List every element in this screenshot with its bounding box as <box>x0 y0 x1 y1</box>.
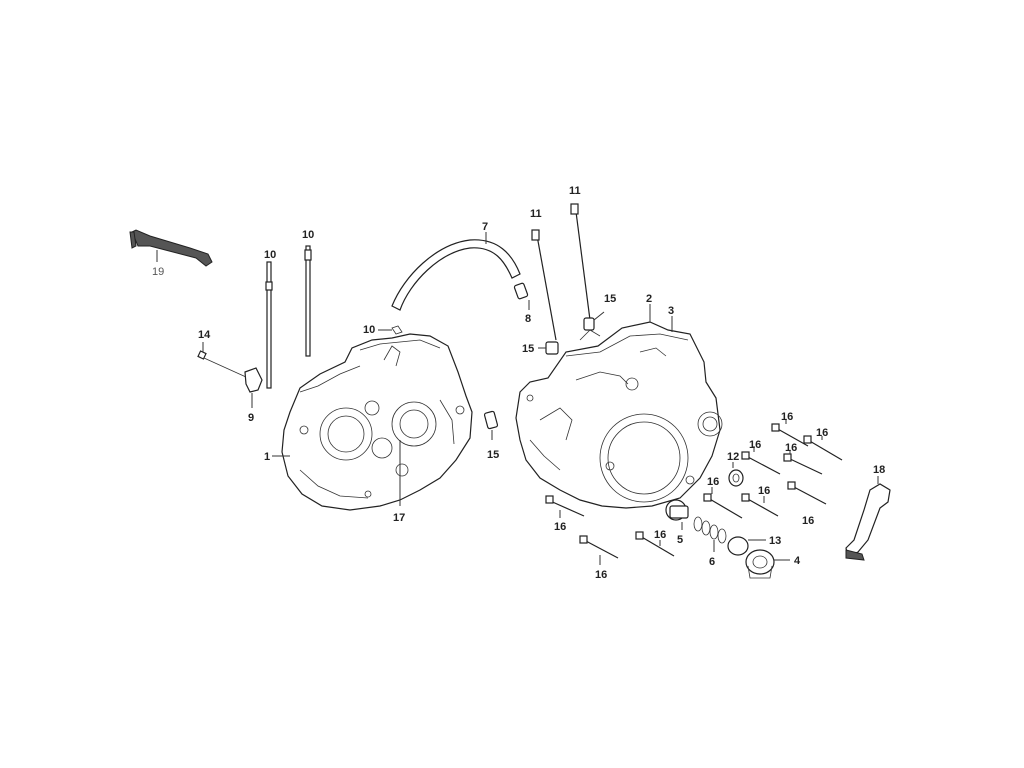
part-16-bolt-10 <box>787 481 827 505</box>
callout-11a: 11 <box>530 208 542 220</box>
part-16-bolt-4 <box>703 493 743 519</box>
callout-5: 5 <box>677 534 683 546</box>
callout-12: 12 <box>727 451 739 463</box>
part-12-nut <box>728 469 744 487</box>
callout-6: 6 <box>709 556 715 568</box>
callout-7: 7 <box>482 221 488 233</box>
callout-16h: 16 <box>785 442 797 454</box>
callout-8: 8 <box>525 313 531 325</box>
callout-15c: 15 <box>522 343 534 355</box>
part-16-bolt-9 <box>803 435 843 461</box>
part-18-kick-lever <box>845 483 891 561</box>
part-10-clip <box>391 325 403 335</box>
callout-16b: 16 <box>595 569 607 581</box>
part-13-oring <box>727 536 749 556</box>
callout-16a: 16 <box>554 521 566 533</box>
part-16-bolt-7 <box>771 423 809 447</box>
part-16-bolt-6 <box>741 451 781 475</box>
callout-3: 3 <box>668 305 674 317</box>
part-15-dowel-a <box>483 410 499 430</box>
callout-14: 14 <box>198 329 211 341</box>
callout-16g: 16 <box>781 411 793 423</box>
part-19-lever <box>129 229 213 267</box>
callout-18: 18 <box>873 464 885 476</box>
part-15-dowel-b <box>583 317 595 331</box>
callout-16d: 16 <box>707 476 719 488</box>
part-5-plug <box>665 499 689 521</box>
callout-10b: 10 <box>302 229 314 241</box>
part-4-drain-cap <box>745 549 775 579</box>
callout-15a: 15 <box>487 449 499 461</box>
callout-16i: 16 <box>816 427 828 439</box>
callout-9: 9 <box>248 412 254 424</box>
callout-10a: 10 <box>264 249 276 261</box>
callout-1: 1 <box>264 451 270 463</box>
part-15-dowel-c <box>545 341 559 355</box>
callout-16f: 16 <box>749 439 761 451</box>
callout-16e: 16 <box>758 485 770 497</box>
part-11-stud-left <box>531 229 557 341</box>
callout-19: 19 <box>152 266 164 278</box>
callout-16j: 16 <box>802 515 814 527</box>
part-10-stud-right <box>304 245 312 357</box>
part-1-left-crankcase <box>281 333 473 511</box>
part-7-hose <box>391 239 521 311</box>
part-10-stud-left <box>265 261 273 389</box>
part-16-bolt-8 <box>783 453 823 475</box>
part-14-bolt <box>197 350 247 378</box>
callout-16c: 16 <box>654 529 666 541</box>
callout-17: 17 <box>393 512 405 524</box>
part-16-bolt-3 <box>635 531 675 557</box>
callout-11b: 11 <box>569 185 581 197</box>
part-16-bolt-2 <box>579 535 619 559</box>
part-11-stud-right <box>570 203 591 321</box>
part-8-dowel <box>513 282 529 300</box>
part-16-bolt-5 <box>741 493 779 517</box>
part-16-bolt-1 <box>545 495 585 517</box>
callout-13: 13 <box>769 535 781 547</box>
part-3-right-crankcase <box>515 321 723 509</box>
callout-10c: 10 <box>363 324 375 336</box>
part-9-clamp <box>244 367 263 393</box>
callout-15b: 15 <box>604 293 616 305</box>
part-6-spring <box>693 516 727 544</box>
callout-4: 4 <box>794 555 801 567</box>
callout-2: 2 <box>646 293 652 305</box>
